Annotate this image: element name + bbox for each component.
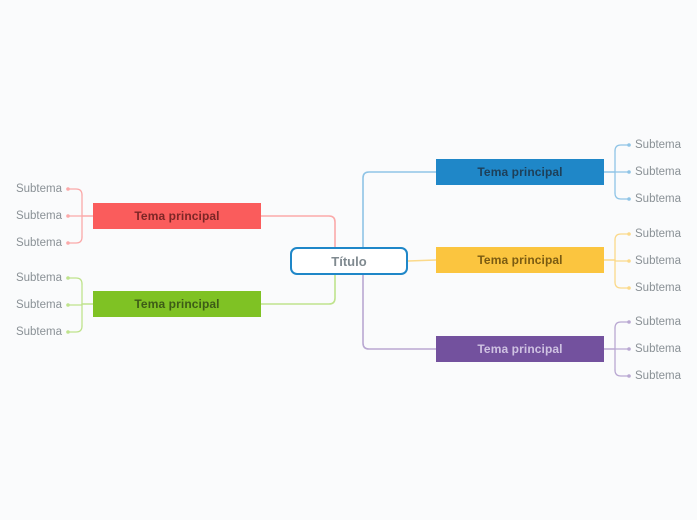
connector-line <box>67 236 83 244</box>
subtopic-node-label: Subtema <box>635 166 682 178</box>
subtopic-node[interactable]: Subtema <box>635 281 681 295</box>
topic-node[interactable]: Tema principal <box>436 336 604 362</box>
connector-dot <box>627 170 631 174</box>
connector-dot <box>66 214 70 218</box>
center-node[interactable]: Título <box>290 247 408 275</box>
subtopic-node[interactable]: Subtema <box>635 254 681 268</box>
topic-node-label: Tema principal <box>134 297 220 311</box>
subtopic-node[interactable]: Subtema <box>0 182 62 196</box>
subtopic-node[interactable]: Subtema <box>635 138 681 152</box>
subtopic-node[interactable]: Subtema <box>0 271 62 285</box>
connector-line <box>362 274 437 350</box>
connector-line <box>260 274 336 305</box>
connector-dot <box>66 303 70 307</box>
connector-dot <box>627 259 631 263</box>
connector-line <box>614 192 630 200</box>
connector-dot <box>66 330 70 334</box>
subtopic-node-label: Subtema <box>635 139 682 151</box>
topic-node[interactable]: Tema principal <box>436 159 604 185</box>
connector-dot <box>66 187 70 191</box>
subtopic-node-label: Subtema <box>635 316 682 328</box>
subtopic-node-label: Subtema <box>635 282 682 294</box>
topic-node-label: Tema principal <box>477 342 563 356</box>
subtopic-node[interactable]: Subtema <box>0 325 62 339</box>
connector-line <box>614 369 630 377</box>
subtopic-node-label: Subtema <box>15 183 62 195</box>
connector-dot <box>627 374 631 378</box>
connector-line <box>67 277 83 285</box>
topic-node-label: Tema principal <box>477 165 563 179</box>
subtopic-node[interactable]: Subtema <box>635 342 681 356</box>
topic-node-label: Tema principal <box>134 209 220 223</box>
subtopic-node[interactable]: Subtema <box>0 209 62 223</box>
connector-dot <box>627 232 631 236</box>
connector-line <box>614 144 630 152</box>
subtopic-node[interactable]: Subtema <box>0 236 62 250</box>
subtopic-node-label: Subtema <box>635 255 682 267</box>
topic-node[interactable]: Tema principal <box>436 247 604 273</box>
subtopic-node[interactable]: Subtema <box>635 369 681 383</box>
subtopic-node[interactable]: Subtema <box>635 165 681 179</box>
connector-dot <box>627 197 631 201</box>
connector-line <box>362 171 437 248</box>
subtopic-node-label: Subtema <box>635 228 682 240</box>
subtopic-node-label: Subtema <box>15 299 62 311</box>
connector-line <box>614 321 630 329</box>
subtopic-node-label: Subtema <box>635 343 682 355</box>
topic-node[interactable]: Tema principal <box>93 203 261 229</box>
subtopic-node[interactable]: Subtema <box>635 315 681 329</box>
subtopic-node-label: Subtema <box>15 326 62 338</box>
subtopic-node-label: Subtema <box>635 370 682 382</box>
connector-line <box>407 259 437 262</box>
subtopic-node-label: Subtema <box>635 193 682 205</box>
connector-line <box>67 188 83 196</box>
connector-dot <box>627 286 631 290</box>
subtopic-node[interactable]: Subtema <box>635 192 681 206</box>
connector-line <box>260 215 336 248</box>
subtopic-node-label: Subtema <box>15 210 62 222</box>
center-node-label: Título <box>331 253 367 269</box>
connector-dot <box>627 320 631 324</box>
subtopic-node-label: Subtema <box>15 237 62 249</box>
connector-line <box>614 281 630 289</box>
subtopic-node-label: Subtema <box>15 272 62 284</box>
topic-node[interactable]: Tema principal <box>93 291 261 317</box>
connector-dot <box>66 241 70 245</box>
subtopic-node[interactable]: Subtema <box>0 298 62 312</box>
connector-dot <box>627 143 631 147</box>
connector-dot <box>627 347 631 351</box>
connector-line <box>614 233 630 241</box>
connector-line <box>67 325 83 333</box>
subtopic-node[interactable]: Subtema <box>635 227 681 241</box>
connector-dot <box>66 276 70 280</box>
topic-node-label: Tema principal <box>477 253 563 267</box>
